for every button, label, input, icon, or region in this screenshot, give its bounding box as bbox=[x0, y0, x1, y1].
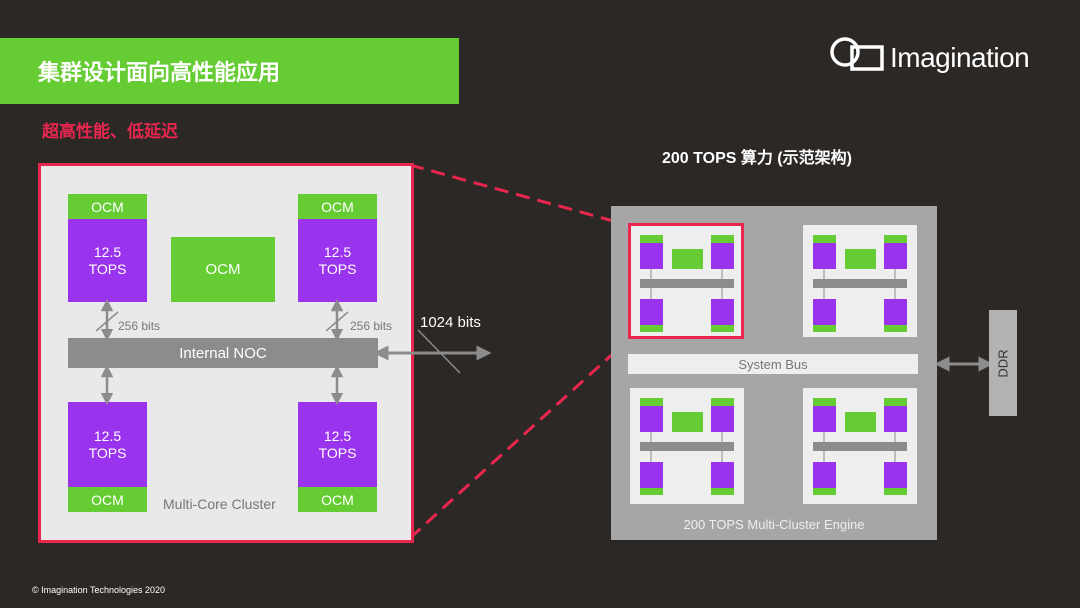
copyright-footer: © Imagination Technologies 2020 bbox=[32, 585, 166, 595]
core-unit: TOPS bbox=[318, 444, 357, 461]
core-unit: TOPS bbox=[318, 260, 357, 277]
bus-width-label-right: 256 bits bbox=[350, 319, 393, 333]
system-bus: System Bus bbox=[628, 354, 918, 374]
slide-subtitle: 超高性能、低延迟 bbox=[42, 122, 178, 141]
mini-cluster-top-left bbox=[630, 225, 744, 337]
core-unit: TOPS bbox=[88, 260, 127, 277]
mini-cluster-bottom-right bbox=[803, 388, 917, 504]
ddr-block bbox=[989, 310, 1017, 416]
cluster-label: Multi-Core Cluster bbox=[163, 496, 276, 512]
mini-cluster-bottom-left bbox=[630, 388, 744, 504]
ocm-top-left: OCM bbox=[68, 194, 147, 219]
ddr-label-wrap: DDR bbox=[989, 310, 1017, 416]
core-value: 12.5 bbox=[93, 427, 122, 444]
engine-title: 200 TOPS 算力 (示范架构) bbox=[662, 150, 852, 167]
core-value: 12.5 bbox=[323, 243, 352, 260]
core-value: 12.5 bbox=[323, 427, 352, 444]
imagination-logo-icon bbox=[830, 37, 884, 71]
core-unit: TOPS bbox=[88, 444, 127, 461]
engine-label: 200 TOPS Multi-Cluster Engine bbox=[683, 517, 865, 532]
ddr-label: DDR bbox=[995, 348, 1011, 378]
slide-title: 集群设计面向高性能应用 bbox=[38, 60, 281, 85]
ocm-bottom-right: OCM bbox=[298, 487, 377, 512]
external-link-label: 1024 bits bbox=[420, 314, 481, 331]
ocm-shared: OCM bbox=[171, 237, 275, 302]
internal-noc: Internal NOC bbox=[68, 338, 378, 368]
core-value: 12.5 bbox=[93, 243, 122, 260]
title-banner bbox=[0, 38, 459, 104]
logo-text: Imagination bbox=[890, 42, 1030, 73]
bus-width-label-left: 256 bits bbox=[118, 319, 161, 333]
ocm-top-right: OCM bbox=[298, 194, 377, 219]
ocm-bottom-left: OCM bbox=[68, 487, 147, 512]
highlighted-cluster-frame bbox=[628, 223, 744, 339]
mini-cluster-top-right bbox=[803, 225, 917, 337]
